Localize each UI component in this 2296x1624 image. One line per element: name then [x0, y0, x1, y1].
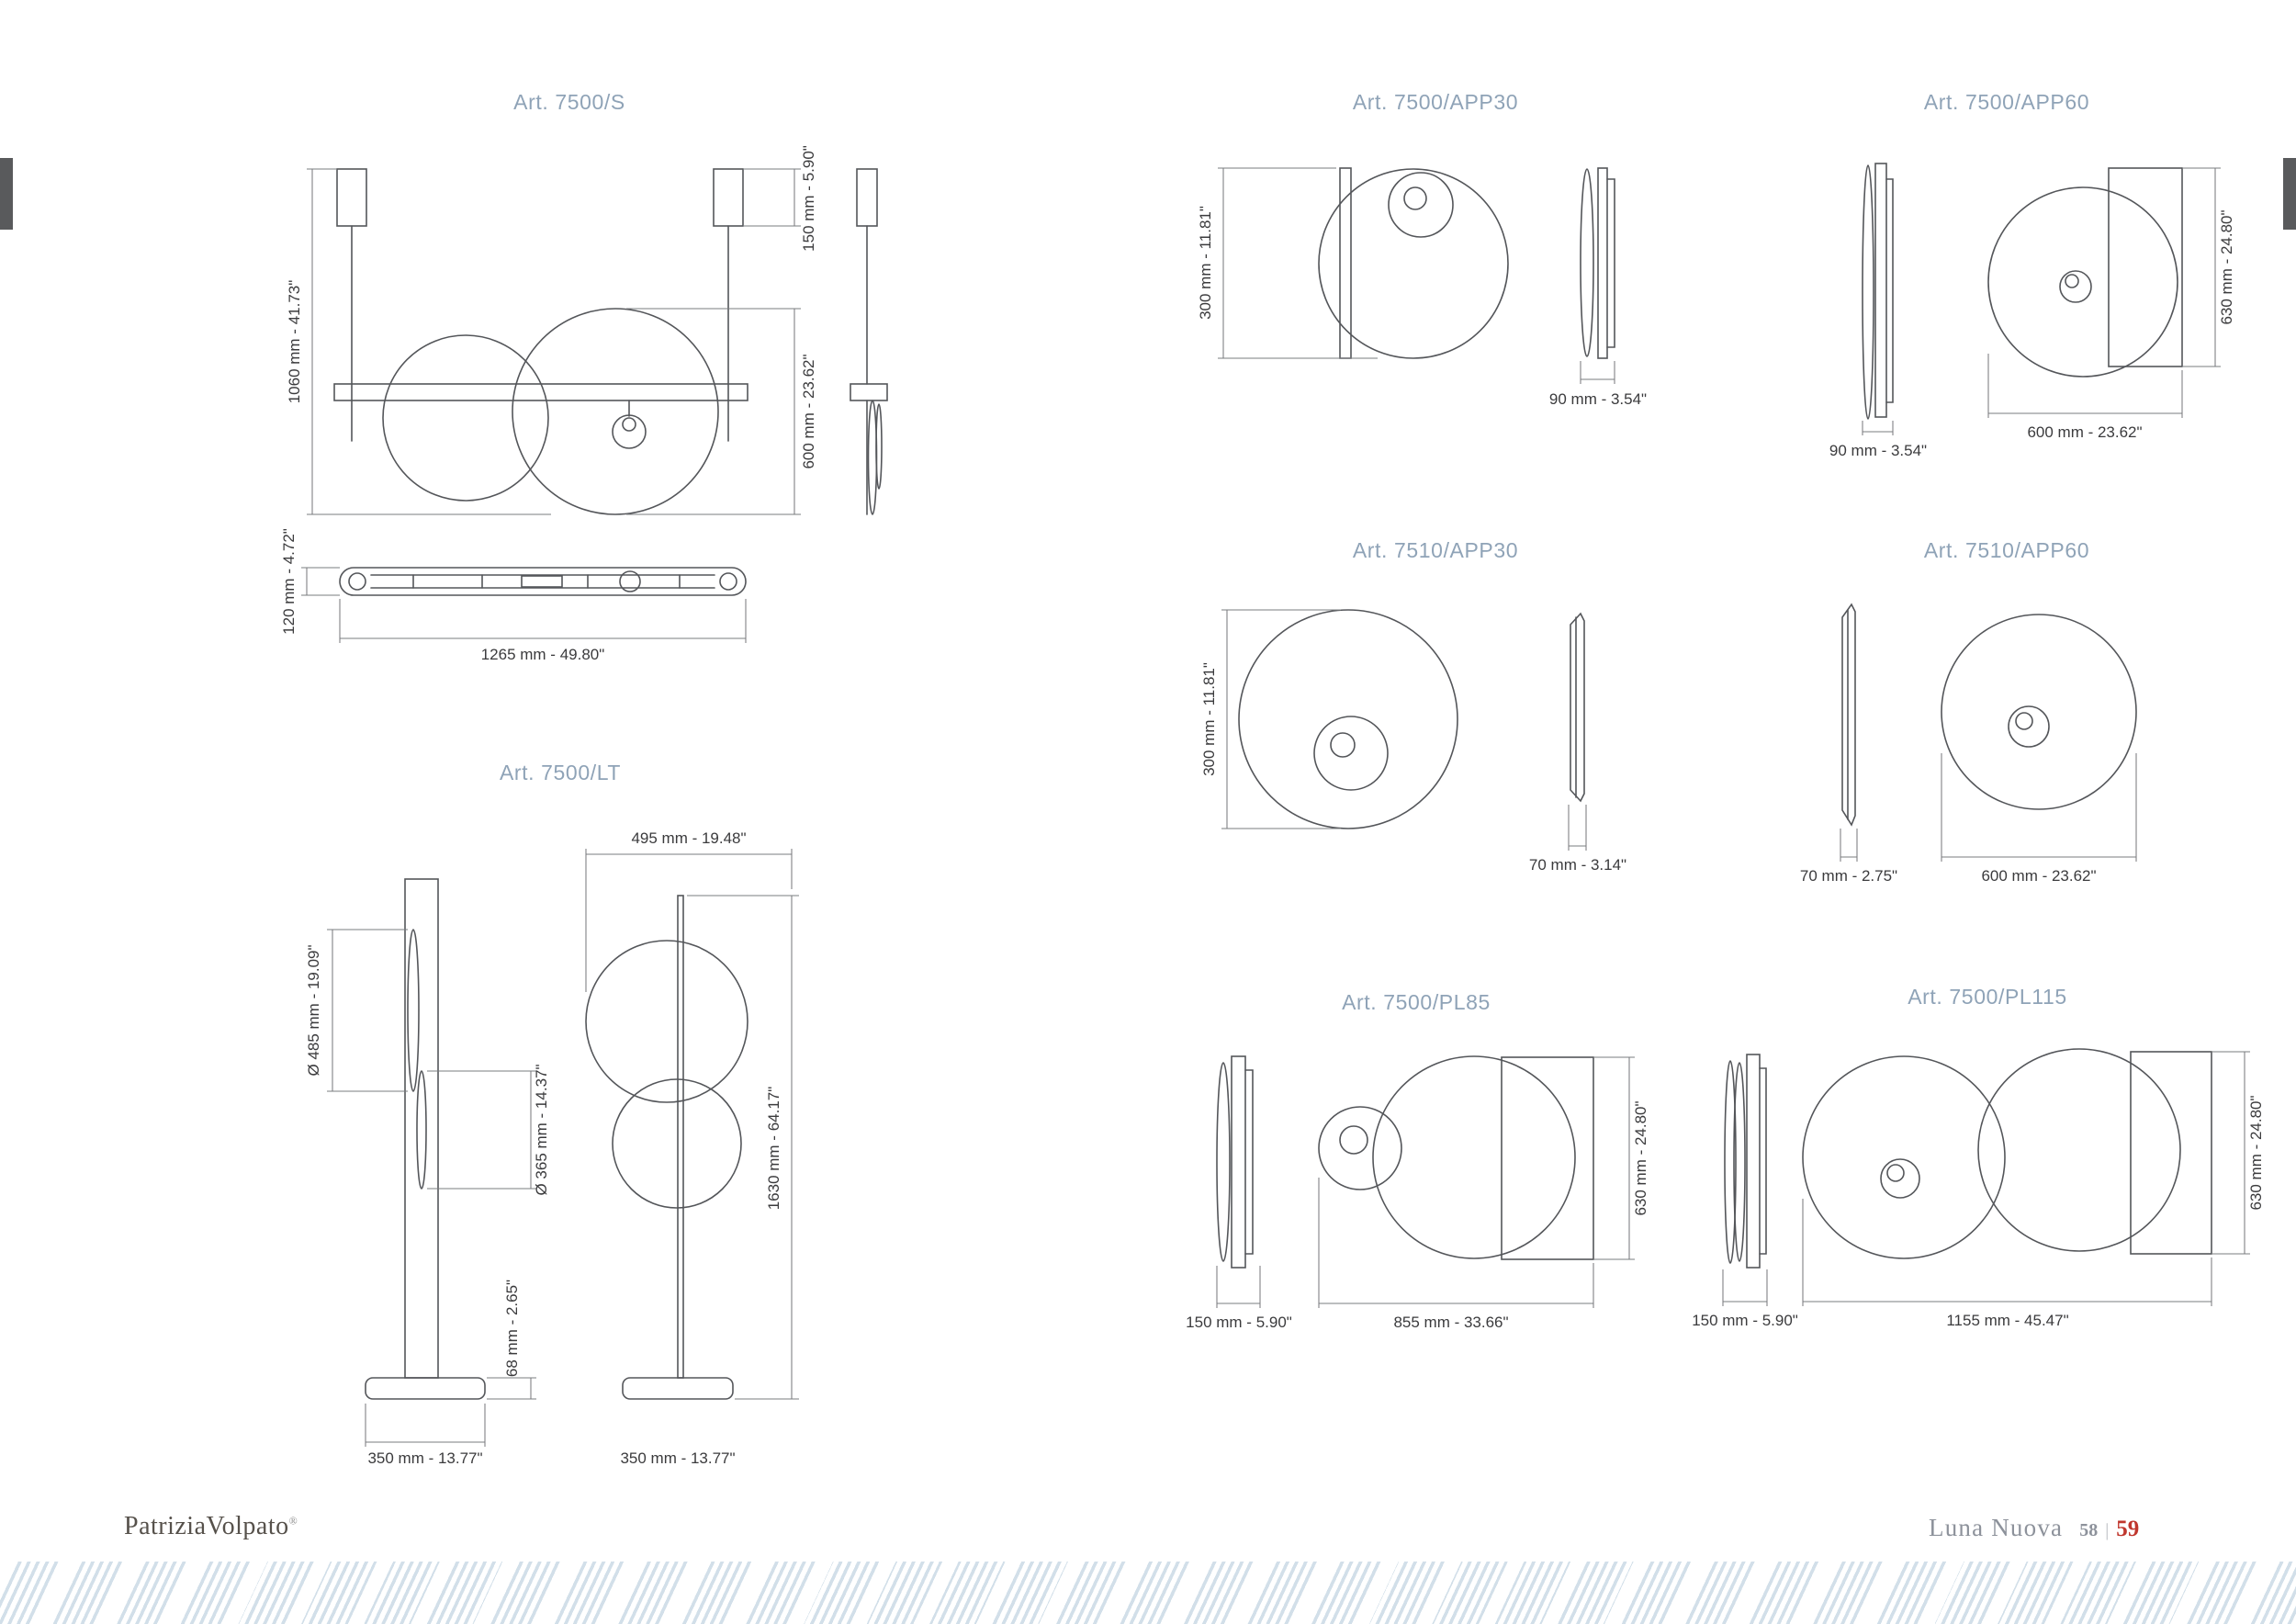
dimension-lines	[1221, 609, 1587, 851]
dim-label-depth: 150 mm - 5.90"	[1186, 1314, 1292, 1331]
drawing-7500-app60: 90 mm - 3.54" 630 mm - 24.80" 600 mm - 2…	[1829, 163, 2235, 459]
article-title-7500-s: Art. 7500/S	[513, 90, 625, 114]
dim-label-width: 1155 mm - 45.47"	[1946, 1312, 2068, 1329]
brand-logo: PatriziaVolpato®	[124, 1512, 298, 1541]
dimension-lines	[327, 849, 799, 1447]
dim-label-base-width-side: 350 mm - 13.77"	[367, 1449, 482, 1467]
drawing-7500-pl85: 150 mm - 5.90" 630 mm - 24.80" 855 mm - …	[1186, 1055, 1649, 1331]
page-edge-tab-left	[0, 158, 13, 230]
dim-label-large-disc: Ø 485 mm - 19.09"	[305, 944, 322, 1076]
dim-label-width: 855 mm - 33.66"	[1393, 1314, 1508, 1331]
dim-label-depth: 150 mm - 5.90"	[1692, 1312, 1798, 1329]
dim-label-depth: 90 mm - 3.54"	[1829, 442, 1927, 459]
wall-lamp-front-view	[1987, 167, 2183, 378]
wall-lamp-side-view	[1862, 163, 1894, 420]
ceiling-lamp-front-view	[1318, 1055, 1594, 1260]
dim-label-width: 600 mm - 23.62"	[2027, 423, 2142, 441]
dimension-lines	[1722, 1051, 2250, 1306]
suspension-plan-view	[339, 567, 747, 596]
dim-label-canopy-height: 150 mm - 5.90"	[800, 145, 817, 252]
dim-label-height: 300 mm - 11.81"	[1197, 206, 1214, 320]
dim-label-total-height: 1630 mm - 64.17"	[765, 1087, 782, 1211]
dim-label-height: 630 mm - 24.80"	[2247, 1095, 2265, 1210]
article-title-7500-app30: Art. 7500/APP30	[1352, 90, 1519, 114]
dim-label-depth: 70 mm - 3.14"	[1529, 856, 1626, 874]
ceiling-lamp-side-view	[1216, 1055, 1254, 1269]
dimension-lines	[1862, 167, 2221, 435]
dim-label-base-height: 68 mm - 2.65"	[503, 1280, 521, 1377]
wall-lamp-front-view	[1318, 167, 1509, 359]
brand-name: PatriziaVolpato	[124, 1512, 289, 1540]
page-edge-tab-right	[2283, 158, 2296, 230]
dim-label-plan-depth: 120 mm - 4.72"	[280, 528, 298, 635]
collection-name: Luna Nuova	[1929, 1514, 2064, 1541]
registered-mark: ®	[288, 1514, 298, 1528]
drawing-7510-app60: 70 mm - 2.75" 600 mm - 23.62"	[1800, 603, 2137, 885]
page-number-separator: |	[2105, 1520, 2110, 1540]
dimension-lines	[301, 168, 801, 643]
drawing-7500-app30: 300 mm - 11.81" 90 mm - 3.54"	[1197, 167, 1647, 408]
wall-lamp-side-view	[1841, 603, 1856, 827]
drawing-7500-pl115: 150 mm - 5.90" 630 mm - 24.80" 1155 mm -…	[1692, 1048, 2265, 1329]
dimension-lines	[1840, 753, 2137, 862]
wall-lamp-side-view	[1570, 612, 1585, 803]
decorative-stripe-band	[0, 1562, 2296, 1624]
dim-label-plan-width: 1265 mm - 49.80"	[481, 646, 605, 663]
page-numbers: 58 | 59	[2079, 1517, 2139, 1542]
ceiling-lamp-front-view	[1802, 1048, 2212, 1259]
suspension-side-view	[850, 168, 888, 515]
drawing-7500-s: 1060 mm - 41.73" 150 mm - 5.90" 600 mm -…	[280, 145, 888, 663]
dim-label-depth: 70 mm - 2.75"	[1800, 867, 1897, 885]
dim-label-base-width-front: 350 mm - 13.77"	[620, 1449, 735, 1467]
suspension-front-view	[333, 168, 748, 515]
table-lamp-front-view	[585, 895, 748, 1400]
drawing-7510-app30: 300 mm - 11.81" 70 mm - 3.14"	[1200, 609, 1626, 874]
dim-label-depth: 90 mm - 3.54"	[1549, 390, 1647, 408]
wall-lamp-side-view	[1580, 167, 1615, 359]
article-title-7510-app30: Art. 7510/APP30	[1352, 538, 1519, 562]
dim-label-top-width: 495 mm - 19.48"	[631, 829, 746, 847]
article-title-7500-pl115: Art. 7500/PL115	[1908, 985, 2067, 1009]
dim-label-height: 630 mm - 24.80"	[2218, 209, 2235, 324]
dimension-lines	[1218, 167, 1615, 384]
ceiling-lamp-side-view	[1724, 1054, 1767, 1269]
article-title-7500-app60: Art. 7500/APP60	[1923, 90, 2090, 114]
table-lamp-side-view	[365, 878, 486, 1400]
dim-label-height: 300 mm - 11.81"	[1200, 662, 1218, 776]
dim-label-small-disc: Ø 365 mm - 14.37"	[533, 1064, 550, 1195]
dim-label-body-height: 600 mm - 23.62"	[800, 354, 817, 468]
drawing-7500-lt: Ø 485 mm - 19.09" Ø 365 mm - 14.37" 68 m…	[305, 829, 799, 1467]
page-number-right: 59	[2116, 1517, 2140, 1541]
article-title-7500-lt: Art. 7500/LT	[499, 761, 622, 784]
wall-lamp-front-view	[1238, 609, 1458, 829]
dim-label-width: 600 mm - 23.62"	[1981, 867, 2096, 885]
article-title-7500-pl85: Art. 7500/PL85	[1342, 990, 1491, 1014]
footer-right: Luna Nuova 58 | 59	[1929, 1514, 2204, 1542]
dim-label-total-height: 1060 mm - 41.73"	[286, 280, 303, 404]
dim-label-height: 630 mm - 24.80"	[1632, 1100, 1649, 1215]
dimension-lines	[1216, 1056, 1635, 1308]
page-number-left: 58	[2079, 1520, 2099, 1540]
wall-lamp-front-view	[1941, 614, 2137, 810]
article-title-7510-app60: Art. 7510/APP60	[1923, 538, 2090, 562]
